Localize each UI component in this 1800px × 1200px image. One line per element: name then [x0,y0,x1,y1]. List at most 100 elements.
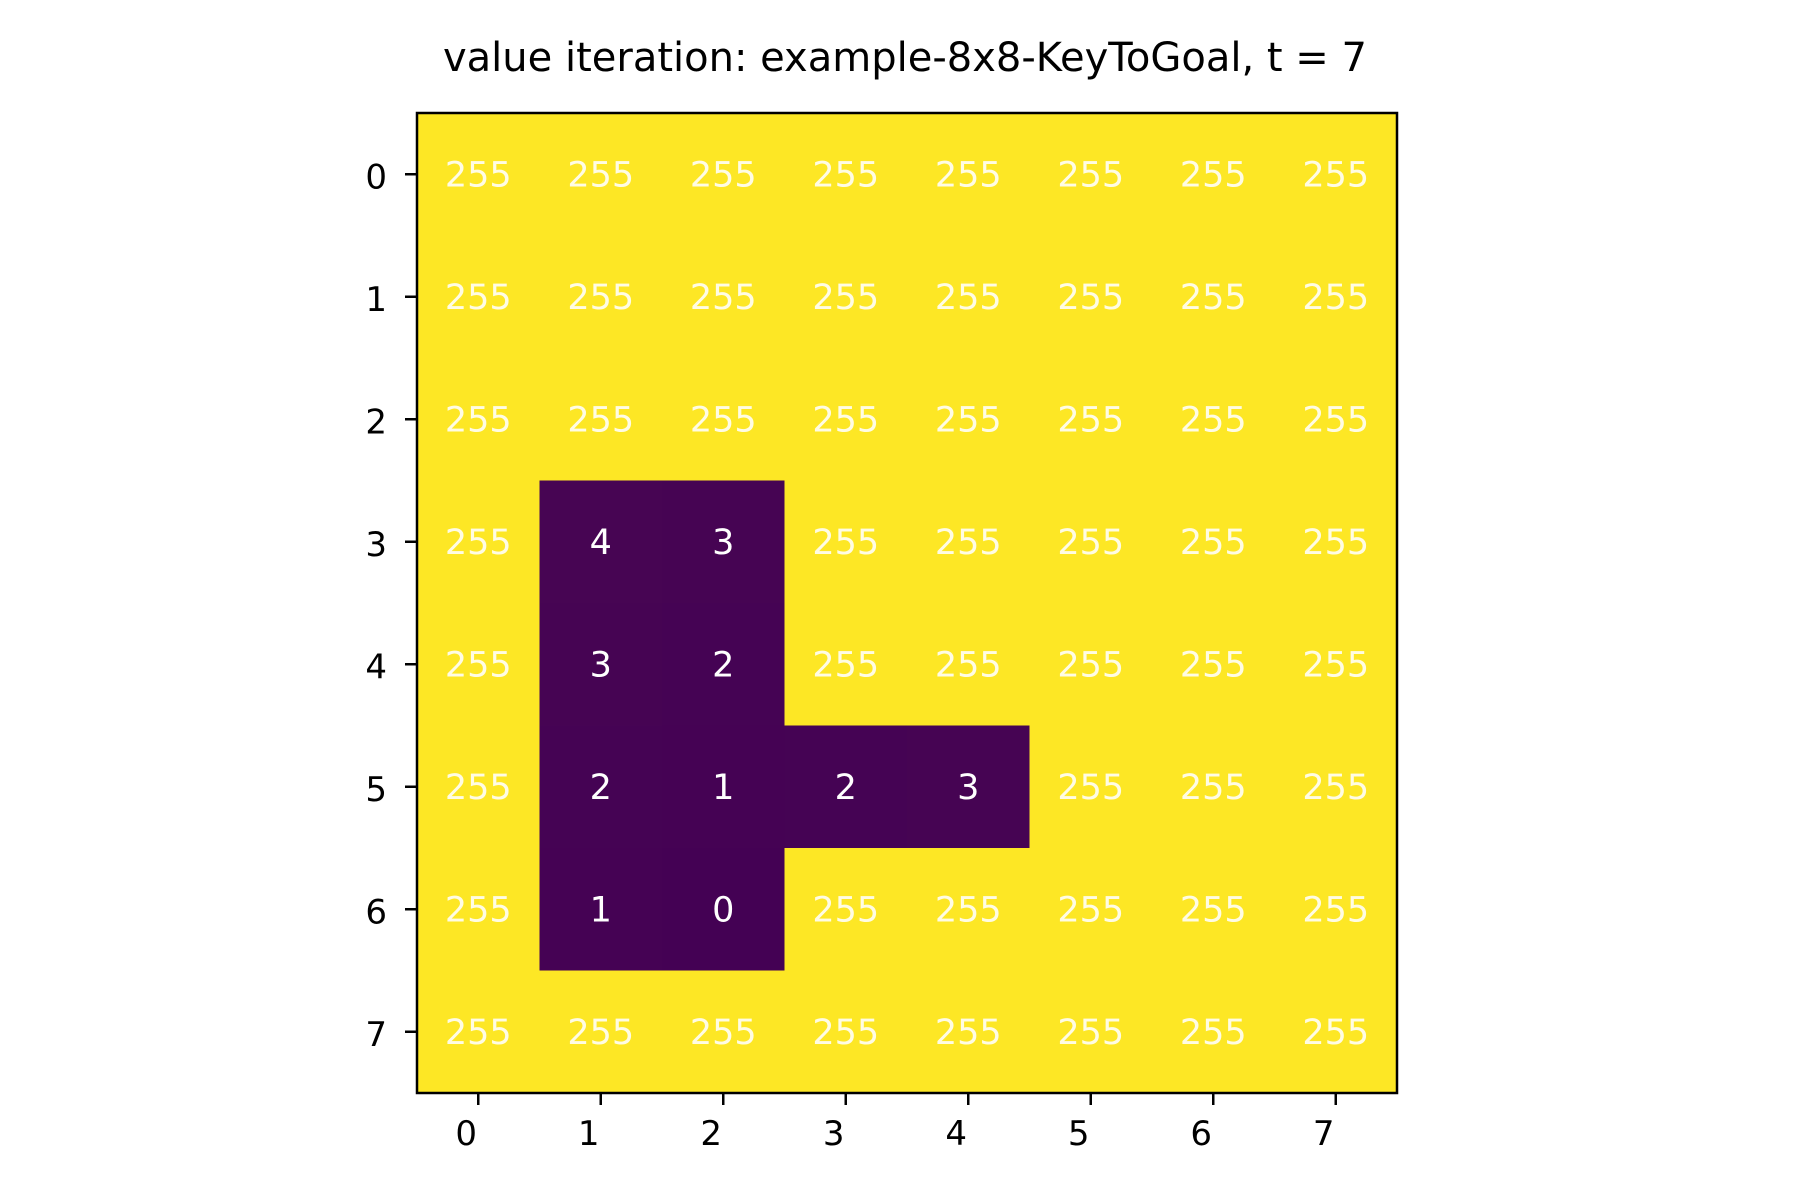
cell-value-label: 255 [1302,890,1369,930]
x-tick-label: 6 [1190,1114,1212,1154]
heatmap-cell [417,848,541,972]
plot-frame [415,111,1399,1095]
cell-value-label: 255 [567,400,634,440]
heatmap-cell [907,848,1031,972]
heatmap-cell [784,603,908,727]
heatmap-cell [1152,480,1276,604]
heatmap-cell [784,848,908,972]
heatmap-cell [907,113,1031,237]
cell-value-label: 255 [445,1013,512,1053]
cell-value-label: 255 [935,278,1002,318]
heatmap-cell [907,603,1031,727]
cell-value-label: 255 [1302,278,1369,318]
heatmap-cell [1029,235,1153,359]
cell-value-label: 255 [1180,768,1247,808]
x-tick-label: 5 [1068,1114,1090,1154]
heatmap-cell [907,358,1031,482]
heatmap-cell [662,235,786,359]
cell-annotations: 255 255 255 255 255 255 255 255 255 255 255 255 255 2… [445,155,1369,1053]
heatmap-cell [907,480,1031,604]
cell-value-label: 255 [812,523,879,563]
heatmap-cell [1152,603,1276,727]
cell-value-label: 255 [1180,523,1247,563]
heatmap-cell [1029,603,1153,727]
heatmap-cell [539,235,663,359]
x-tick-label: 2 [700,1114,722,1154]
x-tick-label: 0 [455,1114,477,1154]
chart-title: value iteration: example-8x8-KeyToGoal, … [443,35,1367,81]
heatmap-cell [417,480,541,604]
heatmap-cell [1029,480,1153,604]
heatmap-cell [539,113,663,237]
heatmap-cell [539,480,663,604]
cell-value-label: 255 [445,523,512,563]
cell-value-label: 255 [445,400,512,440]
cell-value-label: 255 [812,1013,879,1053]
heatmap-cell [662,725,786,849]
heatmap-cell [1274,725,1398,849]
y-tick-label: 0 [365,157,387,197]
cell-value-label: 255 [1180,645,1247,685]
heatmap-cell [417,603,541,727]
heatmap-cell [1029,970,1153,1094]
cell-value-label: 255 [1180,155,1247,195]
cell-value-label: 255 [1057,768,1124,808]
cell-value-label: 255 [1302,645,1369,685]
heatmap-cell [417,113,541,237]
heatmap-cells [417,113,1398,1094]
cell-value-label: 255 [935,890,1002,930]
cell-value-label: 255 [1180,890,1247,930]
x-tick-label: 1 [578,1114,600,1154]
heatmap-cell [907,235,1031,359]
heatmap-cell [1274,113,1398,237]
cell-value-label: 255 [567,278,634,318]
cell-value-label: 255 [935,155,1002,195]
cell-value-label: 255 [690,1013,757,1053]
x-tick-label: 4 [945,1114,967,1154]
heatmap-cell [1029,725,1153,849]
cell-value-label: 255 [812,890,879,930]
heatmap-cell [1274,848,1398,972]
heatmap-cell [417,970,541,1094]
cell-value-label: 2 [712,645,734,685]
cell-value-label: 255 [1057,890,1124,930]
x-tick-label: 3 [823,1114,845,1154]
heatmap-cell [539,848,663,972]
cell-value-label: 255 [812,645,879,685]
heatmap-cell [1152,970,1276,1094]
cell-value-label: 255 [690,400,757,440]
cell-value-label: 255 [1302,768,1369,808]
cell-value-label: 255 [567,155,634,195]
cell-value-label: 2 [590,768,612,808]
heatmap-cell [1152,358,1276,482]
y-tick-label: 1 [365,280,387,320]
heatmap-cell [539,358,663,482]
cell-value-label: 255 [935,400,1002,440]
cell-value-label: 255 [1057,645,1124,685]
heatmap-cell [1029,848,1153,972]
heatmap-cell [784,113,908,237]
y-tick-label: 4 [365,647,387,687]
cell-value-label: 1 [590,890,612,930]
heatmap-cell [784,235,908,359]
cell-value-label: 255 [1180,278,1247,318]
heatmap-cell [784,358,908,482]
cell-value-label: 255 [812,278,879,318]
heatmap-cell [907,970,1031,1094]
cell-value-label: 255 [1302,400,1369,440]
heatmap-cell [417,235,541,359]
cell-value-label: 255 [812,400,879,440]
cell-value-label: 255 [935,523,1002,563]
heatmap-cell [1029,113,1153,237]
cell-value-label: 255 [1180,1013,1247,1053]
heatmap-cell [662,113,786,237]
cell-value-label: 255 [1057,523,1124,563]
heatmap-cell [1029,358,1153,482]
cell-value-label: 255 [690,155,757,195]
cell-value-label: 255 [1302,155,1369,195]
cell-value-label: 3 [957,768,979,808]
cell-value-label: 255 [1302,1013,1369,1053]
